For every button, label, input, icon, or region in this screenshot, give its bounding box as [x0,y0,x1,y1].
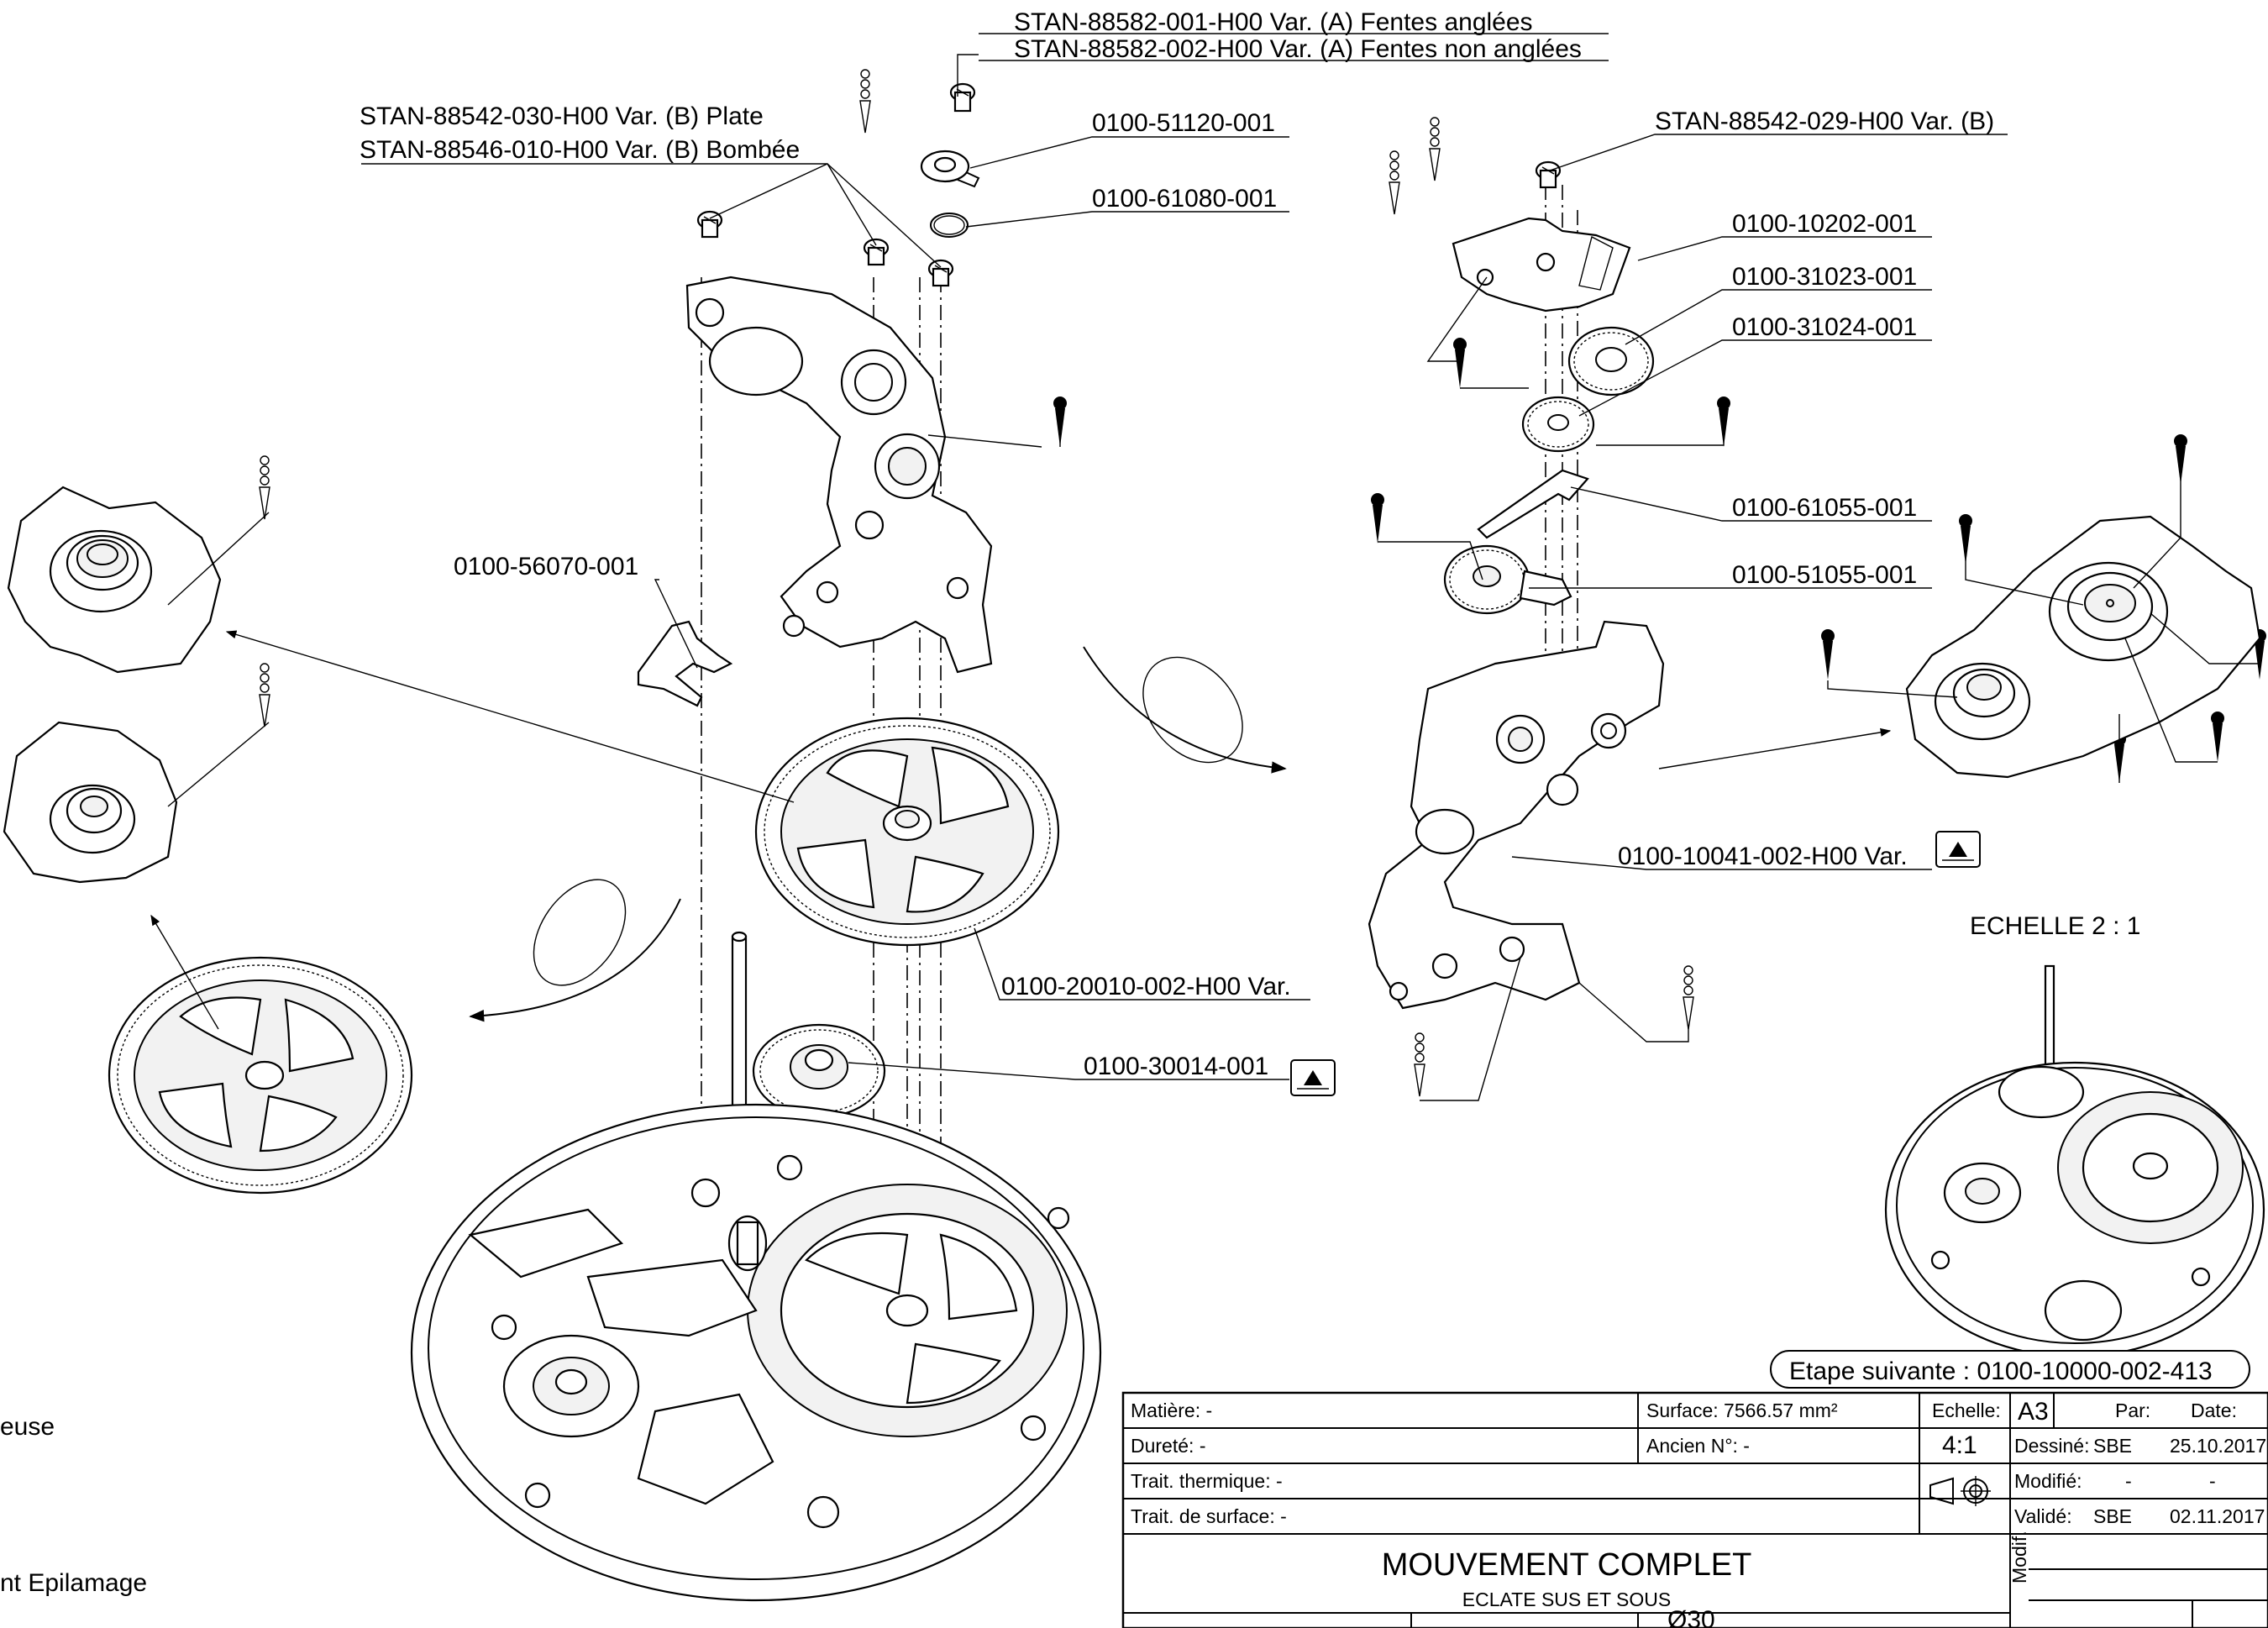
tb-trait-surface: Trait. de surface: - [1131,1505,1287,1527]
lubricant-box-icon [1290,1059,1336,1096]
tb-echelle-value: 4:1 [1942,1431,1977,1459]
oil-drop-icon [859,69,871,134]
gear-51055 [1443,544,1572,615]
tb-modifie-date: - [2209,1470,2216,1492]
tb-subtitle: ECLATE SUS ET SOUS [1462,1589,1671,1610]
tb-modifie: Modifié: [2014,1470,2082,1492]
tb-matiere: Matière: - [1131,1400,1212,1421]
screw-icon [863,238,890,266]
tb-format: A3 [2018,1398,2049,1426]
callout-stan-010: STAN-88546-010-H00 Var. (B) Bombée [360,136,800,164]
oil-drop-icon [259,455,270,520]
tb-dessine: Dessiné: [2014,1435,2089,1457]
intermediate-wheel-gear [752,1023,886,1119]
automatic-bridge [685,276,993,674]
ratchet-wheel-gear [754,717,1060,947]
gear-31024 [1521,396,1595,453]
tb-durete: Dureté: - [1131,1435,1205,1457]
oil-drop-icon [1683,965,1694,1030]
side-note-2: nt Epilamage [0,1569,147,1597]
next-step-box [1770,1350,2250,1389]
tb-surface: Surface: 7566.57 mm² [1646,1400,1838,1421]
screw-icon [927,259,954,287]
oil-drop-icon [1414,1032,1425,1097]
tb-ancien: Ancien N°: - [1646,1435,1750,1457]
tb-trait-thermique: Trait. thermique: - [1131,1470,1283,1492]
callout-10202: 0100-10202-001 [1732,210,1917,238]
cover-plate-part [1452,217,1631,312]
callout-61080: 0100-61080-001 [1092,185,1277,213]
flow-arrows [150,630,1892,1030]
oil-symbols-outline [259,69,1694,1097]
oil-drop-icon [259,663,270,727]
tb-dessine-par: SBE [2093,1435,2132,1457]
callout-51120: 0100-51120-001 [1092,109,1275,137]
callout-stan-029: STAN-88542-029-H00 Var. (B) [1655,108,1994,135]
detail-wheel-left [108,956,413,1195]
tb-echelle-label: Echelle: [1932,1400,2001,1421]
callout-20010: 0100-20010-002-H00 Var. [1001,973,1291,1000]
next-step-text: Etape suivante : 0100-10000-002-413 [1789,1358,2213,1385]
callout-31024: 0100-31024-001 [1732,313,1917,341]
main-plate-movement [410,1103,1102,1602]
callout-51055: 0100-51055-001 [1732,561,1917,589]
tb-valide-date: 02.11.2017 [2170,1505,2265,1527]
oil-drop-icon [1429,117,1441,181]
tb-title: MOUVEMENT COMPLET [1382,1547,1752,1583]
screw-icon [696,210,723,239]
lubricant-box-icon [1935,831,1981,868]
screw-right-icon [1535,160,1562,189]
tb-date: Date: [2191,1400,2237,1421]
callout-stan-001: STAN-88582-001-H00 Var. (A) Fentes anglé… [1014,8,1533,36]
bridge-10041 [1368,620,1665,1010]
callout-61055: 0100-61055-001 [1732,494,1917,522]
tb-par: Par: [2115,1400,2150,1421]
title-block: Etape suivante : 0100-10000-002-413 Mati… [1121,1350,2268,1628]
callout-31023: 0100-31023-001 [1732,263,1917,291]
callout-56070: 0100-56070-001 [454,553,638,580]
scale-label: ECHELLE 2 : 1 [1970,912,2140,940]
callout-stan-030: STAN-88542-030-H00 Var. (B) Plate [360,102,764,130]
leader-lines [167,33,2260,1101]
screw-icon [949,82,976,113]
callout-30014: 0100-30014-001 [1084,1053,1268,1080]
ring-spring-icon [930,213,969,238]
projection-symbol-icon [1929,1476,1991,1506]
overview-movement [1884,964,2265,1358]
spring-61055 [1477,469,1589,539]
callout-10041: 0100-10041-002-H00 Var. [1618,843,1908,870]
screws-left-group [696,82,980,287]
callout-labels: STAN-88582-001-H00 Var. (A) Fentes anglé… [0,8,2140,1597]
tb-modifie-par: - [2125,1470,2132,1492]
oil-drop-icon [1389,150,1400,215]
callout-stan-002: STAN-88582-002-H00 Var. (A) Fentes non a… [1014,35,1582,63]
tb-dessine-date: 25.10.2017 [2170,1435,2266,1457]
tb-bottom-mark: Ø30 [1667,1606,1715,1628]
tb-valide-par: SBE [2093,1505,2132,1527]
tb-valide: Validé: [2014,1505,2072,1527]
detail-jewel-bearing-right [1905,515,2261,779]
side-note-1: euse [0,1413,55,1441]
detail-bridge-jewel-top [7,486,222,674]
lever-part [637,620,733,707]
gear-31023 [1567,326,1655,396]
tb-modif: Modif. [2008,1531,2030,1583]
cam-part-icon [920,150,980,188]
detail-bridge-jewel-bottom [3,721,178,884]
